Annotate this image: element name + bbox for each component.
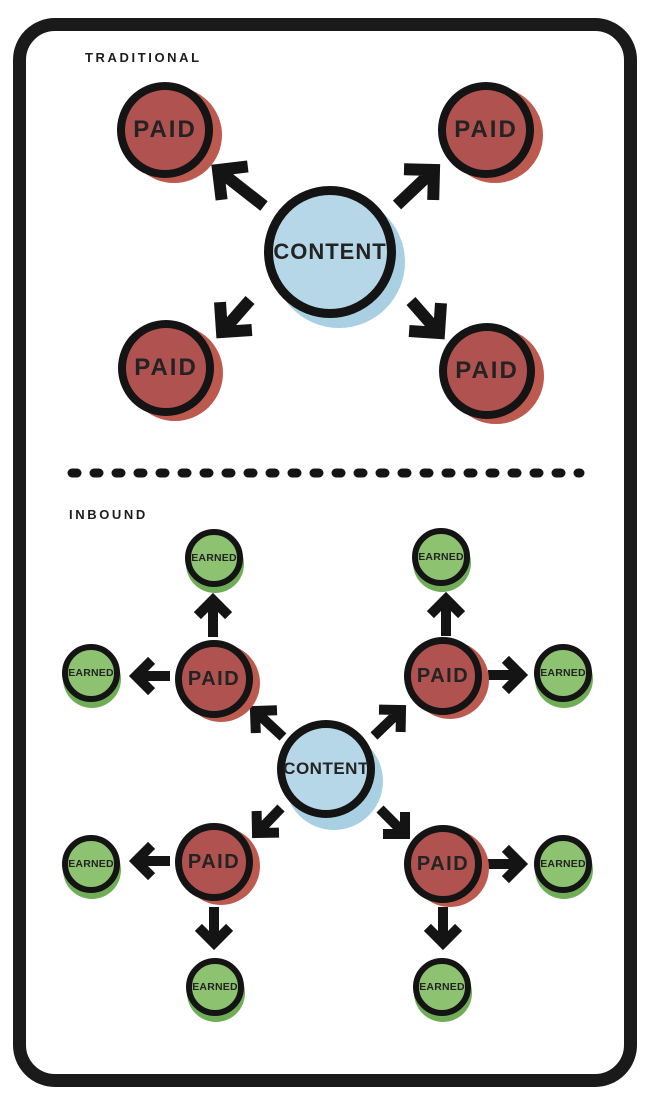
earned-label: EARNED bbox=[419, 981, 465, 993]
paid-label: PAID bbox=[134, 354, 198, 381]
paid-label: PAID bbox=[187, 850, 241, 873]
paid-label: PAID bbox=[416, 664, 470, 687]
earned-node-lower-left: EARNED bbox=[62, 835, 120, 893]
earned-label: EARNED bbox=[191, 552, 237, 564]
earned-node-mid-left: EARNED bbox=[62, 644, 120, 702]
paid-node-inbound-lower-right: PAID bbox=[404, 825, 482, 903]
paid-node-inbound-lower-left: PAID bbox=[175, 823, 253, 901]
earned-node-bottom-left: EARNED bbox=[186, 958, 244, 1016]
earned-label: EARNED bbox=[192, 981, 238, 993]
paid-label: PAID bbox=[416, 852, 470, 875]
paid-label: PAID bbox=[454, 116, 518, 143]
earned-node-top-left: EARNED bbox=[185, 529, 243, 587]
paid-node-inbound-upper-left: PAID bbox=[175, 640, 253, 718]
paid-node-traditional-top-right: PAID bbox=[438, 82, 534, 178]
earned-label: EARNED bbox=[68, 858, 114, 870]
earned-label: EARNED bbox=[540, 858, 586, 870]
earned-node-mid-right: EARNED bbox=[534, 644, 592, 702]
content-label: CONTENT bbox=[273, 239, 387, 264]
content-label: CONTENT bbox=[283, 759, 369, 778]
content-node-traditional: CONTENT bbox=[264, 186, 396, 318]
earned-label: EARNED bbox=[540, 667, 586, 679]
content-node-inbound: CONTENT bbox=[277, 720, 375, 818]
paid-node-traditional-top-left: PAID bbox=[117, 82, 213, 178]
earned-label: EARNED bbox=[68, 667, 114, 679]
earned-node-top-right: EARNED bbox=[412, 528, 470, 586]
earned-node-lower-right: EARNED bbox=[534, 835, 592, 893]
paid-label: PAID bbox=[455, 357, 519, 384]
section-label-inbound: INBOUND bbox=[69, 507, 148, 522]
earned-label: EARNED bbox=[418, 551, 464, 563]
paid-label: PAID bbox=[187, 667, 241, 690]
earned-node-bottom-right: EARNED bbox=[413, 958, 471, 1016]
frame-border bbox=[13, 18, 637, 1087]
paid-label: PAID bbox=[133, 116, 197, 143]
paid-node-inbound-upper-right: PAID bbox=[404, 637, 482, 715]
paid-node-traditional-bottom-left: PAID bbox=[118, 320, 214, 416]
paid-node-traditional-bottom-right: PAID bbox=[439, 323, 535, 419]
section-label-traditional: TRADITIONAL bbox=[85, 50, 202, 65]
